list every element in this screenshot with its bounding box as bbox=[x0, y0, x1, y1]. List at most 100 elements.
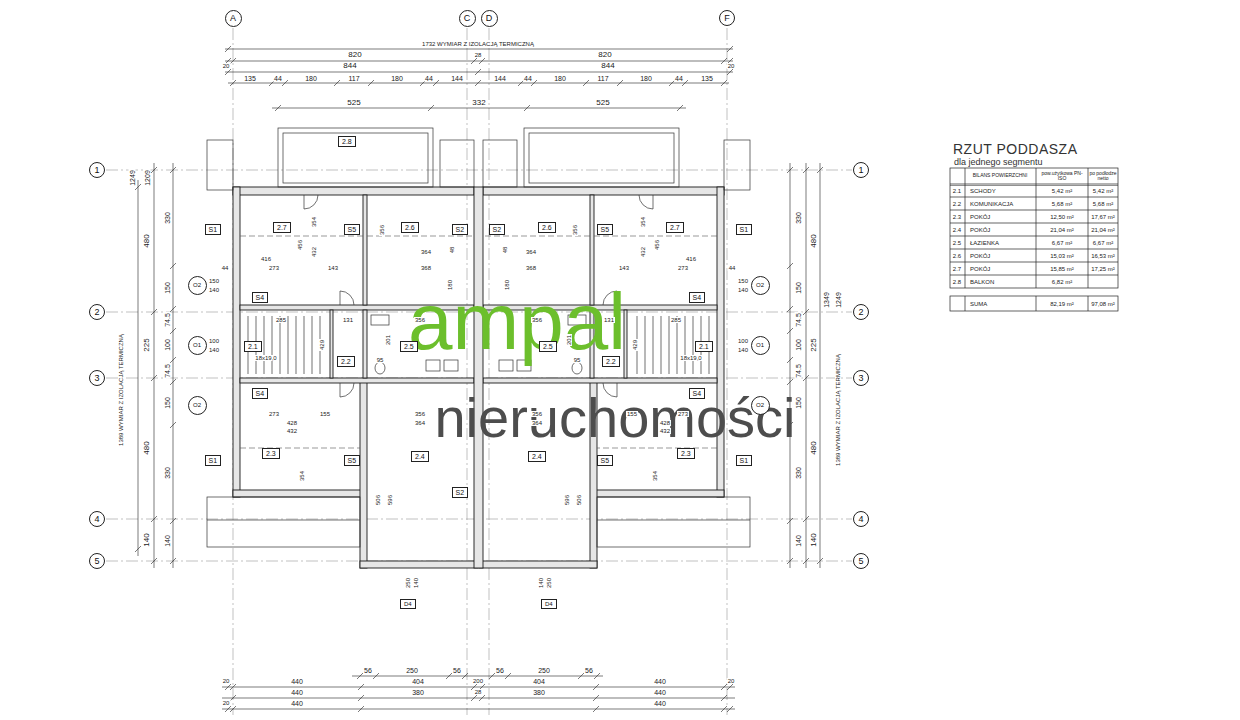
dimension-label: 144 bbox=[493, 75, 507, 82]
room-dimension: 354 bbox=[299, 470, 305, 482]
tag-text: 2.6 bbox=[542, 224, 552, 231]
room-dimension: 429 bbox=[319, 339, 325, 351]
room-dimension: 48 bbox=[449, 246, 455, 255]
room-dimension: 432 bbox=[659, 428, 671, 434]
room-dimension: 354 bbox=[652, 470, 658, 482]
dimension-label: 74.5 bbox=[164, 312, 171, 328]
dimension-label: 140 bbox=[810, 532, 818, 547]
room-dimension: 201 bbox=[566, 334, 572, 346]
plan-tag: 2.3 bbox=[262, 448, 280, 459]
room-dimension: 140 bbox=[538, 577, 544, 589]
plan-tag: 2.3 bbox=[677, 448, 695, 459]
tag-text: S1 bbox=[209, 457, 218, 464]
plan-tag: 2.8 bbox=[338, 136, 356, 147]
room-dimension: 44 bbox=[221, 265, 230, 271]
table-cell: SCHODY bbox=[969, 188, 997, 194]
table-cell: 2.1 bbox=[952, 188, 962, 194]
room-dimension: 285 bbox=[670, 317, 682, 323]
dimension-label: 180 bbox=[390, 75, 404, 82]
axis-marker: C bbox=[459, 10, 476, 27]
plan-tag: S5 bbox=[597, 455, 614, 466]
axis-marker: 5 bbox=[853, 553, 869, 569]
tag-text: S4 bbox=[693, 390, 702, 397]
tag-text: S2 bbox=[493, 226, 502, 233]
dimension-label: 150 bbox=[795, 396, 802, 410]
tag-text: S4 bbox=[256, 390, 265, 397]
plan-tag: 2.7 bbox=[666, 222, 684, 233]
plan-tag: S5 bbox=[344, 224, 361, 235]
room-dimension: 596 bbox=[387, 494, 393, 506]
axis-marker: 1 bbox=[89, 162, 105, 178]
plan-tag: 2.5 bbox=[400, 341, 418, 352]
table-cell: 2.4 bbox=[952, 227, 962, 233]
plan-tag: 2.6 bbox=[538, 222, 556, 233]
dimension-label: 1389 WYMIAR Z IZOLACJĄ TERMICZNĄ bbox=[835, 353, 841, 467]
plan-tag: S5 bbox=[344, 455, 361, 466]
dimension-label: 440 bbox=[290, 700, 304, 707]
tag-text: 5 bbox=[858, 557, 863, 566]
room-dimension: 432 bbox=[286, 428, 298, 434]
tag-text: S5 bbox=[348, 226, 357, 233]
dimension-label: 380 bbox=[532, 689, 546, 696]
room-dimension: 140 bbox=[737, 347, 749, 353]
dimension-label: 135 bbox=[700, 75, 714, 82]
dimension-label: 525 bbox=[595, 99, 610, 107]
tag-text: 2.8 bbox=[342, 138, 352, 145]
axis-marker: 3 bbox=[853, 370, 869, 386]
plan-tag: 2.4 bbox=[411, 451, 429, 462]
dimension-label: 480 bbox=[810, 440, 818, 455]
tag-text: S5 bbox=[601, 457, 610, 464]
tag-text: 2.1 bbox=[248, 343, 258, 350]
dimension-label: 140 bbox=[164, 534, 171, 548]
tag-text: S2 bbox=[456, 489, 465, 496]
plan-tag: S1 bbox=[736, 224, 753, 235]
room-dimension: 428 bbox=[659, 420, 671, 426]
table-cell: ŁAZIENKA bbox=[969, 240, 1000, 246]
plan-tag: S4 bbox=[689, 388, 706, 399]
dimension-label: 100 bbox=[164, 338, 171, 352]
room-dimension: 368 bbox=[525, 265, 537, 271]
room-dimension: 432 bbox=[640, 246, 646, 258]
table-header: pow.użytkowa PN-ISO bbox=[1037, 171, 1087, 182]
table-cell: 21,04 m² bbox=[1049, 227, 1075, 233]
table-cell: 2.6 bbox=[952, 253, 962, 259]
opening-tag: O1 bbox=[751, 336, 770, 355]
dimension-label: 480 bbox=[810, 233, 818, 248]
dimension-label: 1249 bbox=[835, 291, 842, 309]
plan-tag: S4 bbox=[252, 292, 269, 303]
tag-text: D4 bbox=[545, 601, 553, 607]
room-dimension: 140 bbox=[737, 287, 749, 293]
dimension-label: 44 bbox=[273, 75, 283, 82]
table-cell: 15,03 m² bbox=[1049, 253, 1075, 259]
room-dimension: 95 bbox=[573, 357, 582, 363]
party-wall bbox=[474, 187, 483, 568]
tag-text: F bbox=[724, 14, 730, 23]
tag-text: 4 bbox=[94, 515, 99, 524]
dimension-label: 1209 bbox=[144, 169, 151, 187]
plan-title: RZUT PODDASZA bbox=[953, 142, 1077, 156]
dimension-label: 74.5 bbox=[164, 363, 171, 379]
dimension-label: 844 bbox=[600, 62, 615, 70]
plan-tag: S5 bbox=[597, 224, 614, 235]
room-dimension: 131 bbox=[342, 317, 354, 323]
area-table-grid bbox=[950, 168, 1118, 311]
dimension-label: 180 bbox=[553, 75, 567, 82]
tag-text: 2.4 bbox=[415, 453, 425, 460]
tag-text: S1 bbox=[209, 226, 218, 233]
tag-text: O1 bbox=[756, 342, 764, 348]
tag-text: 2.3 bbox=[681, 450, 691, 457]
dimension-label: 140 bbox=[795, 534, 802, 548]
table-cell: 21,04 m² bbox=[1090, 227, 1116, 233]
axis-marker: 4 bbox=[89, 511, 105, 527]
plan-tag: D4 bbox=[541, 599, 557, 609]
dimension-label: 140 bbox=[143, 532, 151, 547]
room-dimension: 506 bbox=[576, 494, 582, 506]
tag-text: 1 bbox=[858, 166, 863, 175]
room-dimension: 250 bbox=[546, 577, 552, 589]
room-dimension: 140 bbox=[413, 577, 419, 589]
room-dimension: 596 bbox=[564, 494, 570, 506]
table-cell: 5,68 m² bbox=[1092, 201, 1114, 207]
tag-text: 2 bbox=[94, 308, 99, 317]
table-cell: 97,08 m² bbox=[1090, 301, 1116, 307]
